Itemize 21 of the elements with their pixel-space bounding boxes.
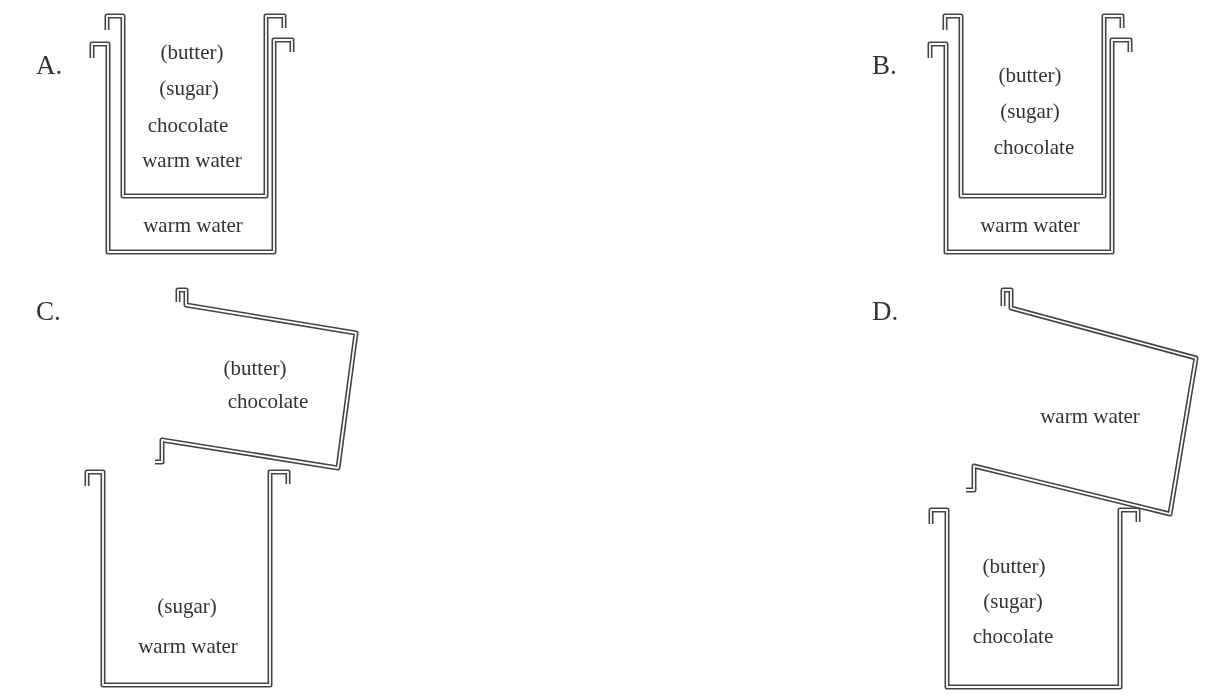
- ingredient-label: (butter): [998, 64, 1062, 86]
- ingredient-label: warm water: [138, 635, 238, 657]
- ingredient-label: (butter): [160, 41, 224, 63]
- ingredient-label: chocolate: [972, 625, 1054, 647]
- ingredient-label: warm water: [1040, 405, 1140, 427]
- ingredient-label: (sugar): [983, 590, 1043, 612]
- option-letter: B.: [872, 52, 897, 79]
- ingredient-label: (butter): [982, 555, 1046, 577]
- ingredient-label: chocolate: [147, 114, 229, 136]
- ingredient-label: warm water: [142, 149, 242, 171]
- option-letter: D.: [872, 298, 899, 325]
- ingredient-label: warm water: [143, 214, 243, 236]
- ingredient-label: (sugar): [159, 77, 219, 99]
- ingredient-label: chocolate: [227, 390, 309, 412]
- ingredient-label: (sugar): [1000, 100, 1060, 122]
- ingredient-label: chocolate: [993, 136, 1075, 158]
- option-letter: A.: [36, 52, 63, 79]
- ingredient-label: (sugar): [157, 595, 217, 617]
- ingredient-label: warm water: [980, 214, 1080, 236]
- ingredient-label: (butter): [223, 357, 287, 379]
- option-letter: C.: [36, 298, 61, 325]
